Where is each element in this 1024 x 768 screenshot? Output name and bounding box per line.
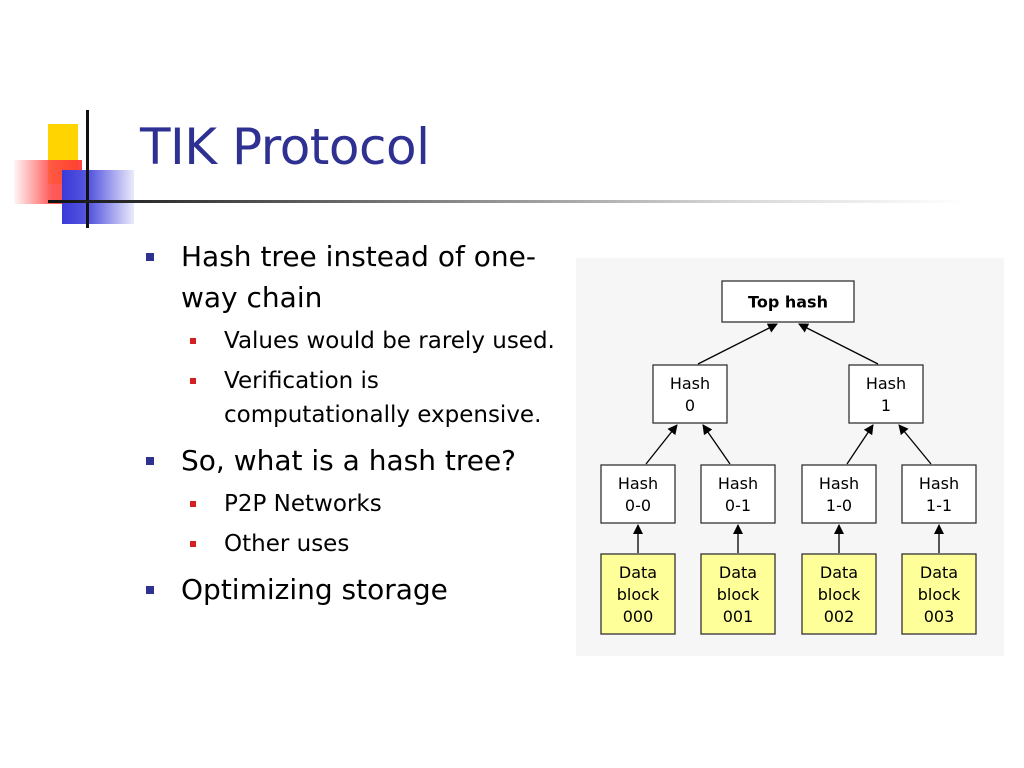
hash-tree-svg: Top hashHash0Hash1Hash0-0Hash0-1Hash1-0H… bbox=[576, 258, 1004, 656]
data-block-node: Data block 001 bbox=[700, 553, 776, 635]
tree-arrow bbox=[702, 424, 731, 465]
hash-node: Hash 1-0 bbox=[801, 464, 877, 524]
bullet-square-icon bbox=[146, 586, 154, 594]
tree-arrow bbox=[846, 424, 874, 465]
bullet-text: So, what is a hash tree? bbox=[181, 444, 517, 477]
tree-arrow bbox=[697, 323, 778, 365]
hash-node-box bbox=[801, 464, 877, 524]
sub-bullet-square-icon bbox=[190, 338, 196, 344]
hash-node-box bbox=[652, 364, 728, 424]
data-block-node-box bbox=[700, 553, 776, 635]
data-block-node-label: Data bbox=[920, 563, 958, 582]
hash-node-label: 0-0 bbox=[625, 496, 651, 515]
data-block-node-box bbox=[600, 553, 676, 635]
hash-node-box bbox=[700, 464, 776, 524]
bullet-square-icon bbox=[146, 253, 154, 261]
hash-node-label: 1 bbox=[881, 396, 891, 415]
sub-bullet-item: Values would be rarely used. bbox=[190, 324, 566, 358]
data-block-node-box bbox=[801, 553, 877, 635]
hash-node-box bbox=[901, 464, 977, 524]
hash-node-label: Hash bbox=[670, 374, 710, 393]
data-block-node-label: 003 bbox=[924, 607, 955, 626]
data-block-node-label: block bbox=[717, 585, 760, 604]
hash-node: Hash 0-0 bbox=[600, 464, 676, 524]
bullet-square-icon bbox=[146, 457, 154, 465]
bullet-item: So, what is a hash tree? bbox=[146, 440, 566, 481]
sub-bullet-item: Verification is computationally expensiv… bbox=[190, 364, 566, 432]
hash-node-label: 0-1 bbox=[725, 496, 751, 515]
hash-node-label: Hash bbox=[618, 474, 658, 493]
tree-arrow bbox=[645, 424, 678, 465]
sub-bullet-text: Other uses bbox=[224, 531, 350, 557]
data-block-node: Data block 000 bbox=[600, 553, 676, 635]
decor-blue-square bbox=[62, 170, 134, 224]
sub-bullet-square-icon bbox=[190, 501, 196, 507]
tree-arrow bbox=[798, 323, 879, 365]
sub-bullet-item: Other uses bbox=[190, 527, 566, 561]
sub-bullet-square-icon bbox=[190, 378, 196, 384]
title-underline bbox=[48, 200, 968, 203]
hash-node: Hash 0-1 bbox=[700, 464, 776, 524]
sub-bullet-item: P2P Networks bbox=[190, 487, 566, 521]
hash-node: Hash 0 bbox=[652, 364, 728, 424]
hash-node-label: 1-0 bbox=[826, 496, 852, 515]
sub-bullet-text: Values would be rarely used. bbox=[224, 328, 555, 354]
sub-bullet-text: P2P Networks bbox=[224, 491, 382, 517]
bullet-item: Hash tree instead of one-way chain bbox=[146, 236, 566, 318]
hash-node: Hash 1 bbox=[848, 364, 924, 424]
hash-node-label: Hash bbox=[819, 474, 859, 493]
sub-bullet-list: P2P Networks Other uses bbox=[146, 487, 566, 561]
sub-bullet-text: Verification is computationally expensiv… bbox=[224, 368, 542, 428]
top-hash-node: Top hash bbox=[721, 280, 855, 323]
sub-bullet-square-icon bbox=[190, 541, 196, 547]
slide-title: TIK Protocol bbox=[140, 118, 430, 176]
data-block-node-label: block bbox=[818, 585, 861, 604]
data-block-node-label: 001 bbox=[723, 607, 754, 626]
bullet-list: Hash tree instead of one-way chain Value… bbox=[146, 236, 566, 616]
hash-node-label: 1-1 bbox=[926, 496, 952, 515]
hash-node-box bbox=[848, 364, 924, 424]
data-block-node-label: block bbox=[918, 585, 961, 604]
data-block-node: Data block 002 bbox=[801, 553, 877, 635]
sub-bullet-list: Values would be rarely used. Verificatio… bbox=[146, 324, 566, 432]
top-hash-node-label: Top hash bbox=[748, 293, 828, 312]
data-block-node-label: 002 bbox=[824, 607, 855, 626]
hash-node-label: Hash bbox=[919, 474, 959, 493]
hash-node-box bbox=[600, 464, 676, 524]
hash-node-label: 0 bbox=[685, 396, 695, 415]
hash-node-label: Hash bbox=[866, 374, 906, 393]
hash-node-label: Hash bbox=[718, 474, 758, 493]
data-block-node-label: Data bbox=[619, 563, 657, 582]
top-hash-node-box bbox=[721, 280, 855, 323]
data-block-node-box bbox=[901, 553, 977, 635]
data-block-node-label: block bbox=[617, 585, 660, 604]
bullet-text: Hash tree instead of one-way chain bbox=[181, 240, 536, 314]
hash-node: Hash 1-1 bbox=[901, 464, 977, 524]
data-block-node-label: Data bbox=[719, 563, 757, 582]
bullet-item: Optimizing storage bbox=[146, 569, 566, 610]
decor-vertical-line bbox=[86, 110, 89, 228]
data-block-node: Data block 003 bbox=[901, 553, 977, 635]
bullet-text: Optimizing storage bbox=[181, 573, 448, 606]
data-block-node-label: 000 bbox=[623, 607, 654, 626]
tree-arrow bbox=[898, 424, 932, 465]
data-block-node-label: Data bbox=[820, 563, 858, 582]
